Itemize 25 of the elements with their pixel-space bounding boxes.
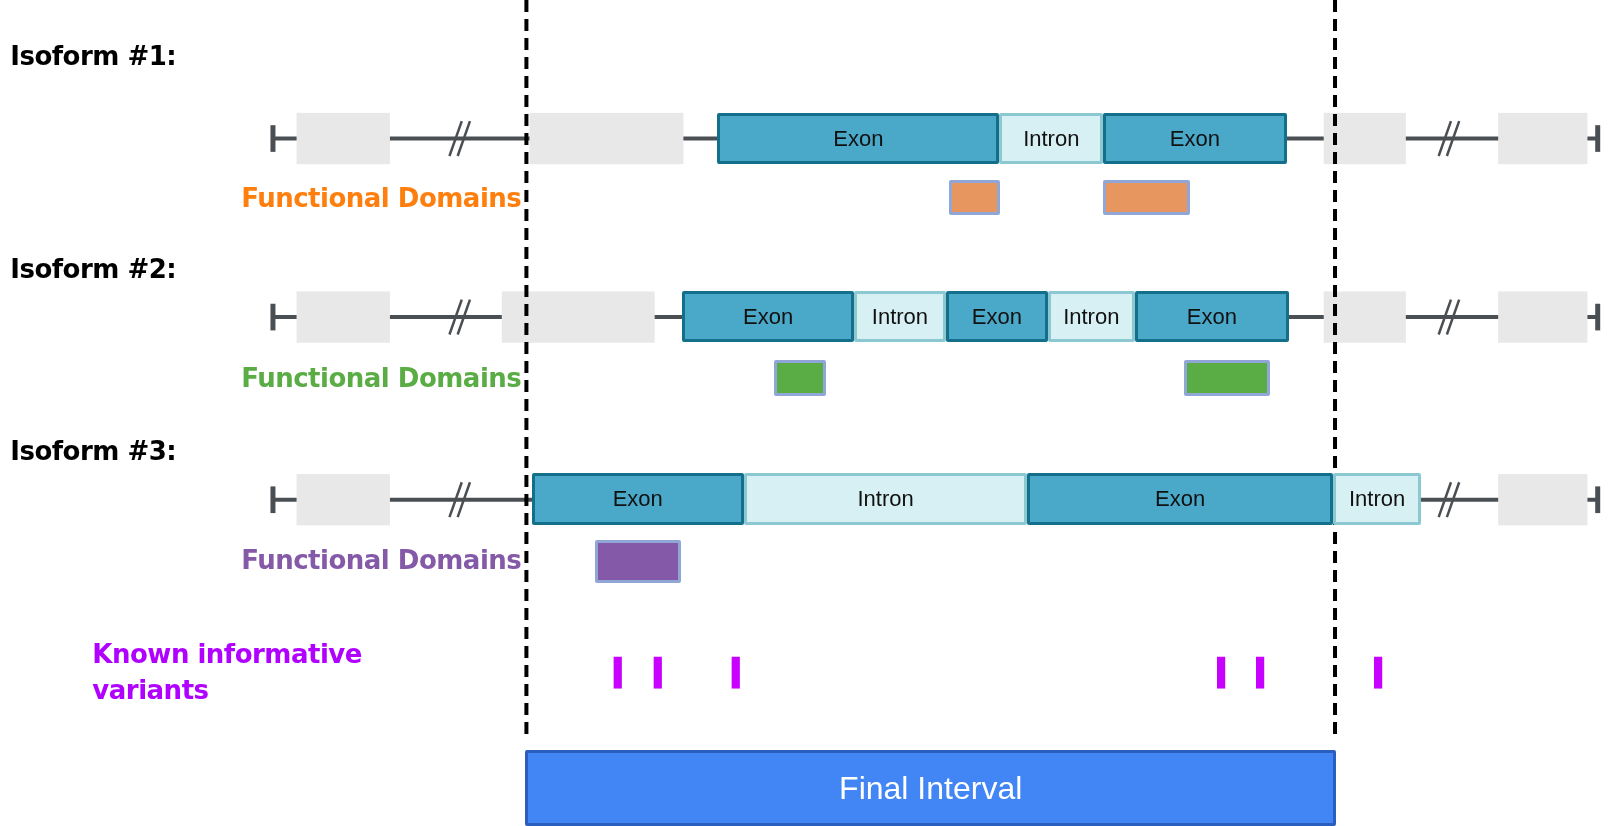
domain-bar bbox=[773, 360, 827, 397]
exon-box: Exon bbox=[717, 112, 1000, 165]
isoform-heading: Isoform #3: bbox=[10, 436, 177, 467]
intron-box: Intron bbox=[853, 291, 947, 342]
interval-bar: Final Interval bbox=[525, 750, 1337, 826]
track-label: Functional Domains bbox=[241, 182, 522, 213]
track-label: Functional Domains bbox=[241, 544, 522, 575]
intron-box: Intron bbox=[1047, 291, 1135, 342]
intron-box: Intron bbox=[1332, 473, 1422, 526]
isoform-heading: Isoform #2: bbox=[10, 254, 177, 285]
exon-box: Exon bbox=[1134, 291, 1289, 342]
domain-bar bbox=[1184, 360, 1271, 397]
isoform-heading: Isoform #1: bbox=[10, 41, 177, 72]
track-label: Known informative variants bbox=[92, 638, 363, 708]
domain-bar bbox=[1103, 179, 1191, 216]
exon-box: Exon bbox=[946, 291, 1048, 342]
domain-bar bbox=[595, 539, 682, 583]
track-label: Functional Domains bbox=[241, 363, 522, 394]
domain-bar bbox=[949, 179, 1001, 216]
intron-box: Intron bbox=[743, 473, 1028, 526]
exon-box: Exon bbox=[1103, 112, 1287, 165]
exon-box: Exon bbox=[682, 291, 854, 342]
exon-box: Exon bbox=[531, 473, 744, 526]
intron-box: Intron bbox=[999, 112, 1104, 165]
exon-box: Exon bbox=[1027, 473, 1333, 526]
